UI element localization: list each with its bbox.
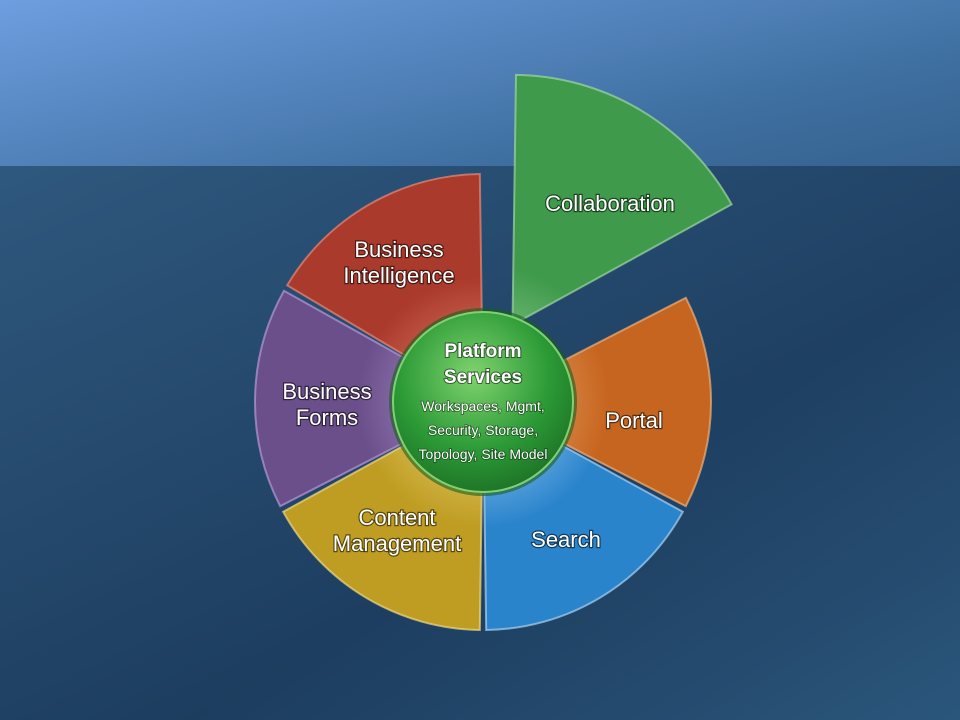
segment-business-intelligence-label-line-2: Intelligence xyxy=(343,263,454,288)
hub-title-line-1: Platform xyxy=(444,341,521,362)
hub-circle[interactable] xyxy=(392,311,574,493)
segment-business-intelligence-label-line-1: Business xyxy=(354,237,443,262)
hub-detail-line-3: Topology, Site Model xyxy=(419,446,548,462)
segment-content-management-label-line-1: Content xyxy=(358,505,435,530)
segment-collaboration-label-line-1: Collaboration xyxy=(545,191,675,216)
hub-detail-line-2: Security, Storage, xyxy=(428,422,538,438)
segment-content-management-label-line-2: Management xyxy=(333,531,461,556)
segment-collaboration-wedge[interactable] xyxy=(511,73,733,327)
segment-search-label-line-1: Search xyxy=(531,527,601,552)
segment-business-forms-wedge[interactable] xyxy=(254,289,486,508)
segment-business-forms-label-line-1: Business xyxy=(282,379,371,404)
segment-portal-wedge[interactable] xyxy=(480,296,713,508)
hub-title-line-2: Services xyxy=(444,367,522,388)
segment-business-forms-label-line-2: Forms xyxy=(296,405,358,430)
segment-portal-label-line-1: Portal xyxy=(605,408,662,433)
hub-detail-line-1: Workspaces, Mgmt, xyxy=(421,398,544,414)
segment-collaboration[interactable]: Collaboration xyxy=(511,73,733,327)
segment-portal[interactable]: Portal xyxy=(480,296,713,508)
